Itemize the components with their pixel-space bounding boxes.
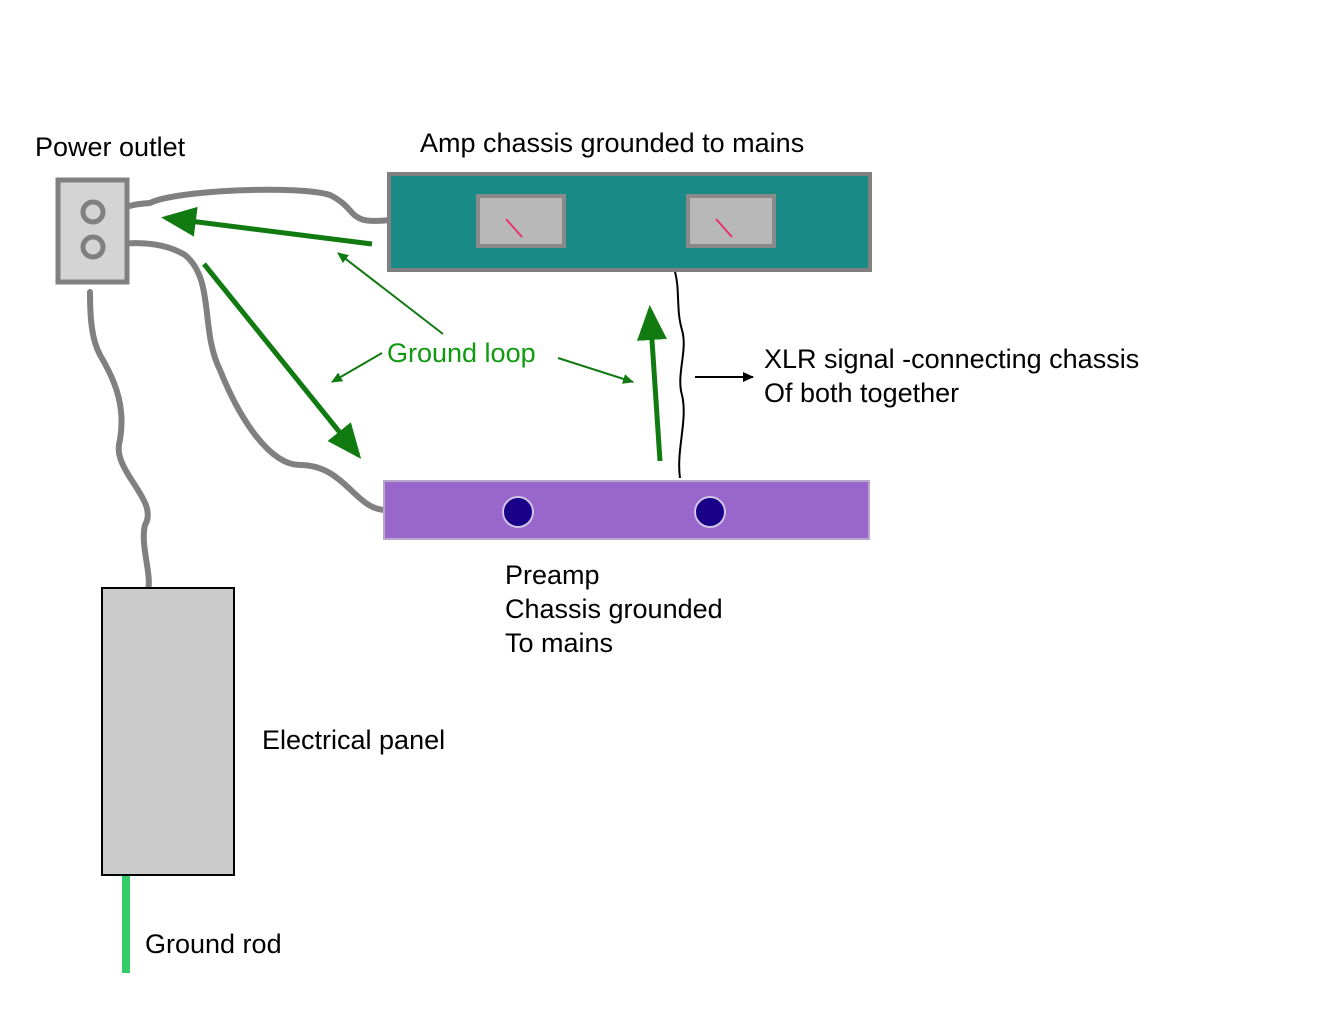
preamp-label-line3: To mains	[505, 628, 614, 658]
preamp-knob-left	[502, 496, 534, 528]
electrical-panel-label: Electrical panel	[262, 725, 446, 755]
xlr-cable	[674, 271, 685, 479]
preamp-label-line1: Preamp	[505, 560, 600, 590]
power-cords	[87, 186, 393, 593]
preamp-knob-right	[694, 496, 726, 528]
amp-power-cord	[93, 186, 393, 224]
loop-arrow-outlet-to-preamp	[202, 262, 362, 459]
pointer-to-left-loop	[331, 352, 383, 383]
amp-meter-left	[476, 194, 566, 248]
preamp-power-cord	[93, 240, 389, 513]
pointer-to-top-loop	[337, 252, 444, 335]
preamp-label-line2: Chassis grounded	[505, 594, 723, 624]
preamp-chassis	[383, 480, 870, 540]
amp-chassis	[387, 172, 872, 272]
ground-loop-label: Ground loop	[387, 338, 536, 368]
ground-loop-arrows	[161, 206, 667, 462]
power-outlet-label: Power outlet	[35, 132, 186, 162]
panel-feed-cord	[87, 289, 152, 593]
xlr-label-line1: XLR signal -connecting chassis	[764, 344, 1140, 374]
outlet-socket-top	[80, 199, 106, 225]
electrical-panel	[101, 587, 235, 876]
pointer-to-right-loop	[557, 357, 634, 384]
xlr-label-line2: Of both together	[764, 378, 960, 408]
loop-arrow-preamp-to-amp	[637, 305, 667, 462]
power-outlet	[55, 177, 130, 285]
amp-label: Amp chassis grounded to mains	[420, 128, 805, 158]
loop-arrow-amp-to-outlet	[161, 206, 373, 247]
ground-rod-label: Ground rod	[145, 929, 282, 959]
outlet-socket-bottom	[80, 234, 106, 260]
amp-meter-right	[686, 194, 776, 248]
ground-loop-pointers	[331, 252, 634, 384]
